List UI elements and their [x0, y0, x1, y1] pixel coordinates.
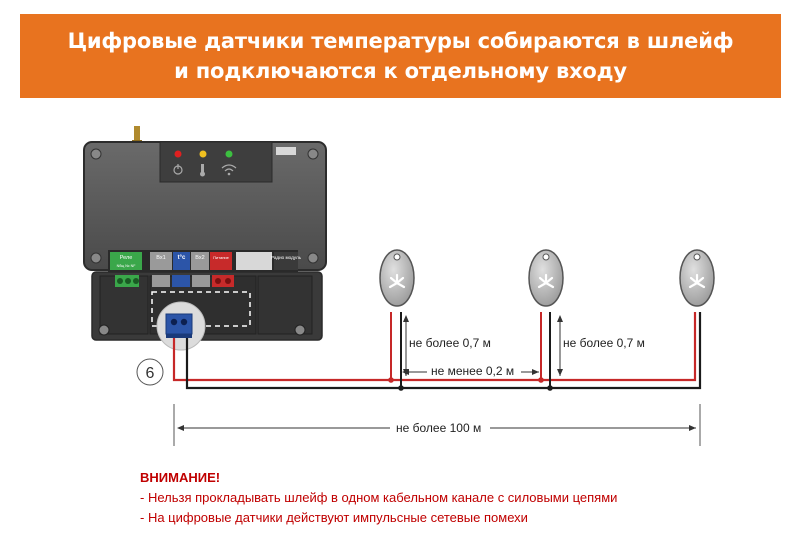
sensor-fan-icon	[688, 273, 706, 289]
terminal-power-text: Питание	[213, 255, 230, 260]
callout-number: 6	[146, 365, 155, 382]
dimension-between-sensors-label: не менее 0,2 м	[431, 364, 514, 378]
thermometer-icon	[200, 164, 205, 177]
dimension-between-sensors: не менее 0,2 м	[402, 364, 539, 378]
terminal-tc-text: t°c	[178, 255, 186, 261]
terminal-rele-sub: Nбщ Nc NF	[117, 264, 137, 268]
temperature-sensor-2	[528, 249, 564, 307]
status-led-yellow	[199, 150, 207, 158]
terminal-rele-text: Реле	[120, 255, 133, 261]
dimension-total-length: не более 100 м	[173, 404, 701, 446]
power-icon	[173, 164, 183, 175]
terminal-radio-text: Радио модуль	[271, 255, 302, 260]
dimension-last-sensor: не более 0,7 м	[557, 315, 645, 376]
warning-line-2: - На цифровые датчики действуют импульсн…	[140, 510, 528, 525]
status-led-green	[225, 150, 233, 158]
title-line-1: Цифровые датчики температуры собираются …	[67, 29, 734, 53]
dimension-total-label: не более 100 м	[396, 421, 481, 435]
terminal-in1-text: Вх1	[156, 255, 165, 261]
wiring-loop	[172, 312, 702, 391]
status-led-red	[174, 150, 182, 158]
terminal-rele-label	[110, 252, 142, 270]
warning-title: ВНИМАНИЕ!	[140, 470, 221, 485]
title-line-2: и подключаются к отдельному входу	[174, 59, 627, 83]
dimension-first-sensor: не более 0,7 м	[403, 315, 491, 376]
temperature-sensor-3	[679, 249, 715, 307]
terminal-zoom-callout	[156, 301, 206, 351]
wifi-icon	[221, 164, 237, 176]
antenna-icon	[134, 126, 140, 144]
controller-device: Реле Nбщ Nc NF Вх1 t°c Вх2 Питание Радио…	[83, 126, 327, 341]
wiring-diagram: Реле Nбщ Nc NF Вх1 t°c Вх2 Питание Радио…	[83, 126, 715, 446]
temperature-sensor-1	[379, 249, 415, 307]
title-banner: Цифровые датчики температуры собираются …	[20, 14, 781, 98]
sensor-fan-icon	[537, 273, 555, 289]
sensor-fan-icon	[388, 273, 406, 289]
dimension-first-sensor-label: не более 0,7 м	[409, 336, 491, 350]
warning-line-1: - Нельзя прокладывать шлейф в одном кабе…	[140, 490, 618, 505]
dimension-last-sensor-label: не более 0,7 м	[563, 336, 645, 350]
warning-block: ВНИМАНИЕ! - Нельзя прокладывать шлейф в …	[140, 468, 617, 528]
terminal-in2-text: Вх2	[195, 255, 204, 261]
callout-number-badge: 6	[136, 358, 164, 386]
